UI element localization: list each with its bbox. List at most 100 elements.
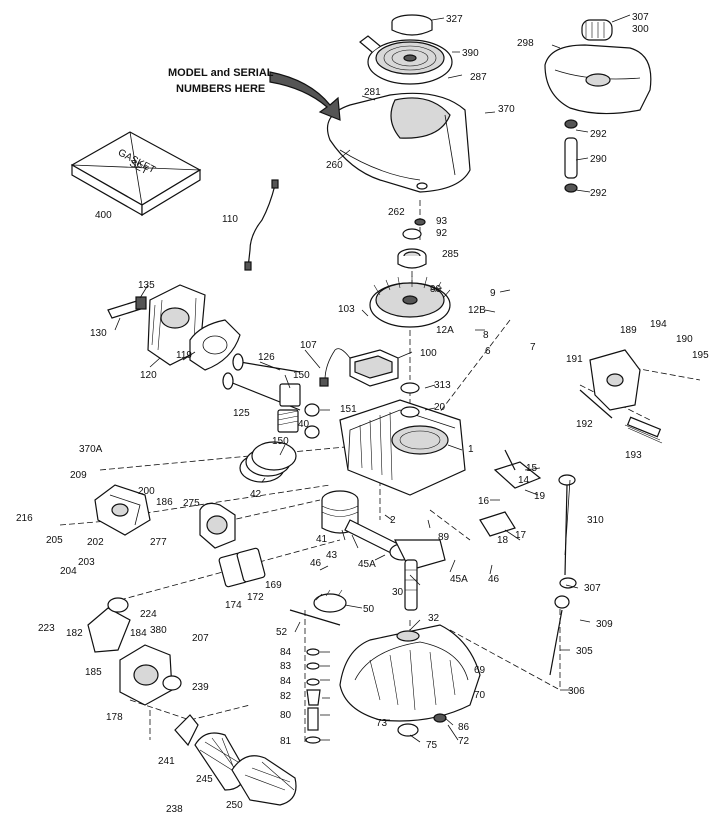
label-327: 327	[446, 14, 463, 25]
label-313: 313	[434, 380, 451, 391]
intake-gaskets	[218, 547, 266, 588]
label-81: 81	[280, 736, 292, 747]
label-46-left: 46	[310, 558, 322, 569]
label-238: 238	[166, 804, 183, 815]
carburetor-mount	[87, 597, 131, 653]
label-69: 69	[474, 665, 486, 676]
label-92: 92	[436, 228, 448, 239]
gasket-set-box	[70, 131, 202, 217]
label-2: 2	[390, 515, 396, 526]
label-18: 18	[497, 535, 509, 546]
label-50: 50	[363, 604, 375, 615]
label-100: 100	[420, 348, 437, 359]
dipstick-tube	[549, 577, 577, 676]
label-119: 119	[176, 350, 192, 361]
recoil-starter	[359, 35, 453, 85]
label-40: 40	[298, 419, 310, 430]
label-172: 172	[247, 592, 264, 603]
label-103: 103	[338, 304, 355, 315]
piston-rings	[239, 441, 297, 483]
label-307: 307	[632, 12, 649, 23]
label-70: 70	[474, 690, 486, 701]
label-130: 130	[90, 328, 107, 339]
blower-housing	[326, 92, 471, 193]
label-306: 306	[568, 686, 585, 697]
label-45A-left: 45A	[358, 559, 376, 570]
label-203: 203	[78, 557, 95, 568]
label-285: 285	[442, 249, 459, 260]
model-serial-arrow	[269, 71, 341, 121]
label-150-bottom: 150	[272, 436, 289, 447]
label-15: 15	[526, 463, 538, 474]
oil-pump-parts	[305, 648, 447, 744]
label-370A: 370A	[79, 444, 103, 455]
label-89: 89	[438, 532, 450, 543]
label-370: 370	[498, 104, 515, 115]
label-107: 107	[300, 340, 317, 351]
label-169: 169	[265, 580, 282, 591]
label-110: 110	[222, 214, 238, 225]
carburetor-top	[94, 484, 151, 536]
label-90: 90	[430, 284, 442, 295]
label-223: 223	[38, 623, 55, 634]
label-239: 239	[192, 682, 209, 693]
fuel-line	[564, 119, 578, 193]
label-309: 309	[596, 619, 613, 630]
label-287: 287	[470, 72, 487, 83]
label-19: 19	[534, 491, 546, 502]
label-72: 72	[458, 736, 470, 747]
label-184: 184	[130, 628, 147, 639]
label-192: 192	[576, 419, 593, 430]
flywheel	[369, 276, 451, 328]
label-14: 14	[518, 475, 530, 486]
label-16: 16	[478, 496, 490, 507]
label-12B: 12B	[468, 305, 486, 316]
label-277: 277	[150, 537, 167, 548]
ground-wire	[244, 179, 279, 271]
label-189: 189	[620, 325, 637, 336]
label-205: 205	[46, 535, 63, 546]
label-281: 281	[364, 87, 381, 98]
label-300: 300	[632, 24, 649, 35]
label-260: 260	[326, 160, 343, 171]
label-194: 194	[650, 319, 667, 330]
dipstick	[558, 474, 576, 576]
label-45A-right: 45A	[450, 574, 468, 585]
ignition-coil	[319, 348, 399, 387]
label-30: 30	[392, 587, 404, 598]
label-190: 190	[676, 334, 693, 345]
fuel-tank	[544, 19, 652, 115]
label-298: 298	[517, 38, 534, 49]
label-290: 290	[590, 154, 607, 165]
label-6: 6	[485, 346, 491, 357]
label-135: 135	[138, 280, 155, 291]
air-filter	[174, 714, 297, 806]
callout-line1: MODEL and SERIAL	[168, 67, 274, 79]
air-cleaner-adapter	[199, 502, 236, 549]
label-186: 186	[156, 497, 173, 508]
label-310: 310	[587, 515, 604, 526]
leader-lines	[114, 14, 631, 743]
label-80: 80	[280, 710, 292, 721]
label-262: 262	[388, 207, 405, 218]
cylinder-head	[147, 284, 241, 371]
label-83: 83	[280, 661, 292, 672]
label-73: 73	[376, 718, 388, 729]
starter-cup	[391, 14, 433, 36]
label-292-top: 292	[590, 129, 607, 140]
governor-bracket	[579, 349, 663, 444]
callout-line2: NUMBERS HERE	[176, 83, 265, 95]
label-8: 8	[483, 330, 489, 341]
label-9: 9	[490, 288, 496, 299]
label-224: 224	[140, 609, 157, 620]
label-86: 86	[458, 722, 470, 733]
label-202: 202	[87, 537, 104, 548]
label-43: 43	[326, 550, 338, 561]
label-178: 178	[106, 712, 123, 723]
crankshaft	[394, 539, 446, 611]
label-17: 17	[515, 530, 527, 541]
label-390: 390	[462, 48, 479, 59]
label-93: 93	[436, 216, 448, 227]
label-204: 204	[60, 566, 77, 577]
